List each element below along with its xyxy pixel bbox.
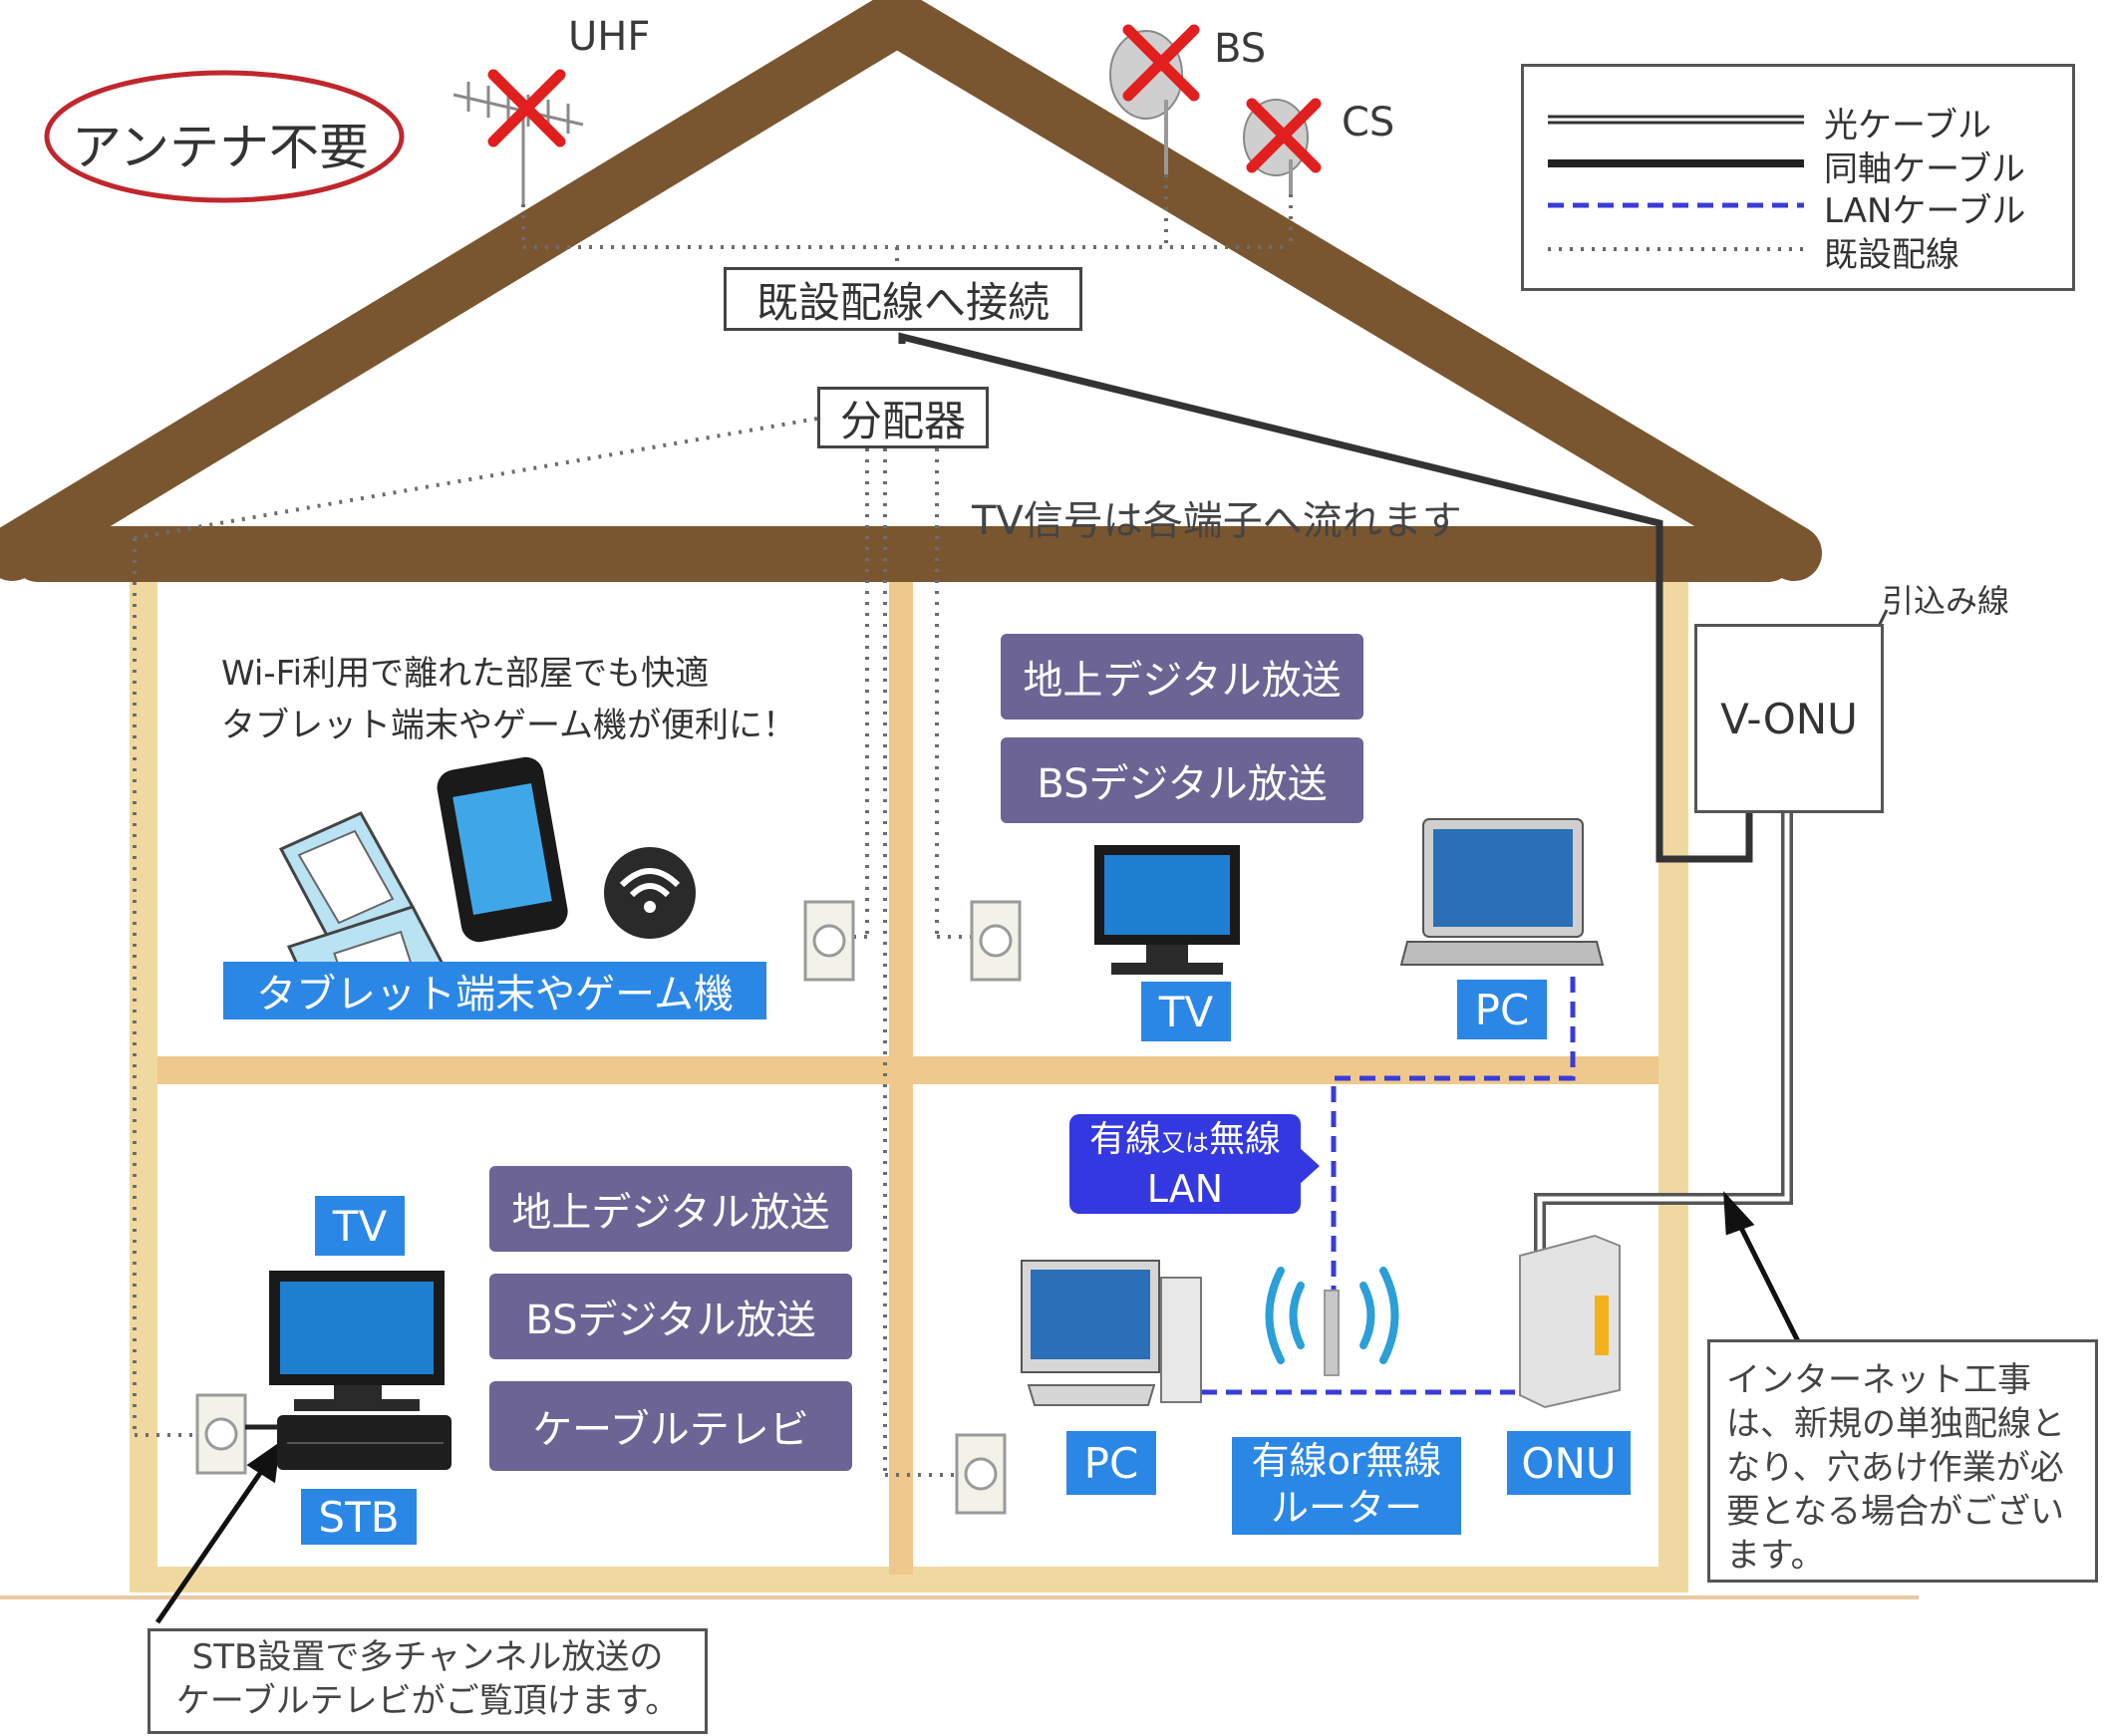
connect-existing-label: 既設配線へ接続 bbox=[724, 267, 1082, 331]
wireless-text: 無線 bbox=[1209, 1119, 1282, 1160]
lead-in-label: 引込み線 bbox=[1882, 582, 2010, 620]
tv-signal-flow-label: TV信号は各端子へ流れます bbox=[972, 498, 1462, 544]
stb-illustration bbox=[245, 1415, 451, 1470]
tv-illustration-upper bbox=[1094, 845, 1240, 975]
pc-label-upper: PC bbox=[1457, 980, 1547, 1039]
smartphone-illustration bbox=[437, 756, 568, 943]
internet-work-note: インターネット工事は、新規の単独配線となり、穴あけ作業が必要となる場合がございま… bbox=[1707, 1339, 2098, 1583]
cross-marks bbox=[487, 24, 1322, 173]
bs-digital-label-lower: BSデジタル放送 bbox=[489, 1274, 852, 1359]
stb-note: STB設置で多チャンネル放送の ケーブルテレビがご覧頂けます。 bbox=[148, 1628, 708, 1734]
wired-text: 有線 bbox=[1088, 1119, 1161, 1160]
tablet-game-label: タブレット端末やゲーム機 bbox=[223, 962, 766, 1019]
legend-fiber-label: 光ケーブル bbox=[1824, 106, 1991, 145]
router-label-line1: 有線or無線 bbox=[1251, 1439, 1442, 1483]
bubble-pointer bbox=[1298, 1146, 1320, 1186]
onu-label: ONU bbox=[1507, 1431, 1631, 1495]
wifi-caption-line1: Wi-Fi利用で離れた部屋でも快適 bbox=[221, 654, 710, 694]
desktop-pc-illustration bbox=[1021, 1260, 1202, 1406]
cs-label: CS bbox=[1342, 100, 1395, 145]
wifi-caption-line2: タブレット端末やゲーム機が便利に！ bbox=[221, 706, 796, 745]
legend-coax-label: 同軸ケーブル bbox=[1824, 149, 2025, 189]
laptop-illustration bbox=[1399, 818, 1605, 966]
bs-label: BS bbox=[1214, 26, 1267, 72]
roof bbox=[0, 0, 1822, 582]
house-walls bbox=[130, 558, 1688, 1592]
stb-note-line2: ケーブルテレビがご覧頂けます。 bbox=[175, 1681, 680, 1721]
lan-cable bbox=[1201, 977, 1576, 1395]
terrestrial-label-upper: 地上デジタル放送 bbox=[1001, 634, 1363, 720]
antenna-oval bbox=[44, 70, 405, 203]
lan-text: LAN bbox=[1146, 1167, 1224, 1211]
wired-lan-line1: 有線又は無線 bbox=[1069, 1116, 1301, 1167]
wifi-icon-illustration bbox=[604, 847, 696, 939]
legend-existing-label: 既設配線 bbox=[1824, 235, 1959, 275]
existing-wiring bbox=[133, 174, 1293, 1477]
router-label-line2: ルーター bbox=[1270, 1486, 1422, 1530]
bs-digital-label-upper: BSデジタル放送 bbox=[1001, 737, 1363, 823]
wired-or-wireless-lan-bubble: 有線又は無線 LAN bbox=[1069, 1114, 1301, 1214]
legend-lan-label: LANケーブル bbox=[1824, 191, 2026, 231]
pc-label-lower: PC bbox=[1066, 1431, 1156, 1495]
wall-outlets bbox=[195, 900, 1022, 1515]
tv-illustration-lower bbox=[269, 1271, 445, 1411]
coax-cable bbox=[898, 332, 1753, 863]
stb-note-line1: STB設置で多チャンネル放送の bbox=[191, 1637, 664, 1677]
cable-tv-label: ケーブルテレビ bbox=[489, 1381, 852, 1471]
splitter-label: 分配器 bbox=[817, 387, 989, 448]
terrestrial-label-lower: 地上デジタル放送 bbox=[489, 1166, 852, 1252]
router-wifi-illustration bbox=[1265, 1267, 1399, 1376]
legend-box bbox=[1521, 64, 2075, 291]
tv-label-upper: TV bbox=[1141, 982, 1231, 1041]
legend-lines bbox=[1548, 115, 1804, 251]
or-text: 又は bbox=[1161, 1129, 1209, 1157]
uhf-label: UHF bbox=[568, 14, 651, 60]
onu-illustration bbox=[1519, 1234, 1621, 1409]
stb-label: STB bbox=[301, 1489, 417, 1545]
tv-label-lower: TV bbox=[315, 1196, 405, 1256]
v-onu-box: V-ONU bbox=[1694, 624, 1884, 813]
pointer-arrows bbox=[154, 1191, 1812, 1624]
router-label: 有線or無線 ルーター bbox=[1232, 1437, 1461, 1535]
antenna-unnecessary-label: アンテナ不要 bbox=[72, 119, 369, 176]
